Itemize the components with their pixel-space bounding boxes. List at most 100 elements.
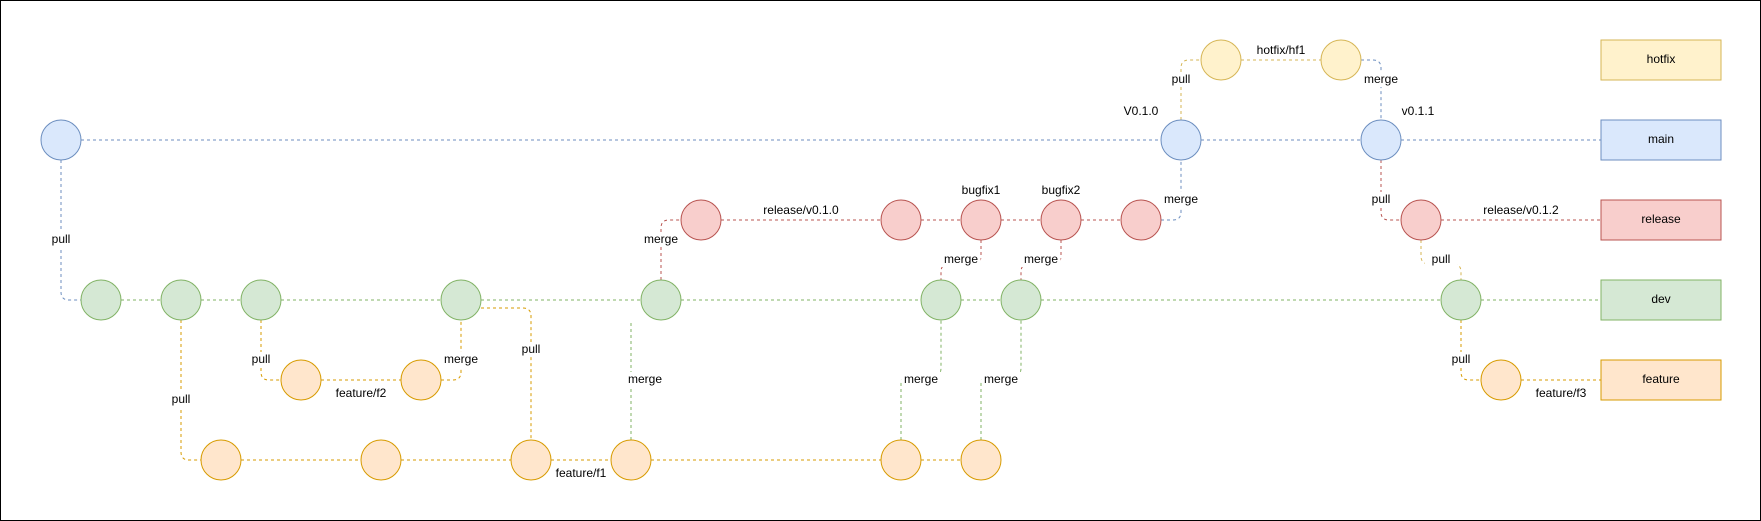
label-pull-dev-f3-bg	[1444, 352, 1478, 367]
commit-main-m0[interactable]	[40, 119, 82, 161]
label-pull-release-dev-bg	[1424, 252, 1458, 267]
label-merge-release-main: merge	[1164, 192, 1198, 206]
legend-feature-label: feature	[1642, 372, 1680, 386]
label-pull-main-hotfix: pull	[1172, 72, 1191, 86]
label-release-v010: release/v0.1.0	[763, 203, 839, 217]
commit-feature-f1f[interactable]	[960, 439, 1002, 481]
pull-dev-to-f1c	[481, 307, 532, 440]
legend-main-box	[1600, 119, 1722, 161]
label-pull-dev-f1-bg	[164, 392, 198, 407]
commit-release-r2[interactable]	[880, 199, 922, 241]
commit-main-m2[interactable]	[1360, 119, 1402, 161]
label-feature-f3: feature/f3	[1536, 386, 1587, 400]
label-pull-dev-f1c: pull	[522, 342, 541, 356]
label-merge-hotfix-main: merge	[1364, 72, 1398, 86]
label-release-v012: release/v0.1.2	[1483, 203, 1559, 217]
connector-layer	[60, 59, 1601, 461]
commit-feature-f1a[interactable]	[200, 439, 242, 481]
legend-feature-box	[1600, 359, 1722, 401]
legend-release-box	[1600, 199, 1722, 241]
label-pull-main-dev: pull	[52, 232, 71, 246]
label-pull-dev-f2-bg	[244, 352, 278, 367]
legend-main-label: main	[1648, 132, 1674, 146]
legend-hotfix-box	[1600, 39, 1722, 81]
label-merge-f1-dev: merge	[628, 372, 662, 386]
label-merge-bugfix1: merge	[944, 252, 978, 266]
label-merge-f1f: merge	[984, 372, 1018, 386]
commit-release-r1[interactable]	[680, 199, 722, 241]
label-merge-dev-release: merge	[644, 232, 678, 246]
label-merge-dev-release-bg	[641, 232, 681, 247]
pull-release-to-dev	[1420, 240, 1462, 280]
commit-release-r5[interactable]	[1120, 199, 1162, 241]
commit-release-r3[interactable]	[960, 199, 1002, 241]
label-merge-f1f-bg	[981, 372, 1021, 387]
commit-feature-f1d[interactable]	[610, 439, 652, 481]
label-pull-dev-f1c-bg	[514, 342, 548, 357]
label-pull-dev-f3: pull	[1452, 352, 1471, 366]
label-merge-f1e: merge	[904, 372, 938, 386]
label-bugfix1: bugfix1	[962, 183, 1001, 197]
commit-feature-f1b[interactable]	[360, 439, 402, 481]
legend-dev-box	[1600, 279, 1722, 321]
label-release-v012-bg	[1471, 203, 1571, 218]
commit-feature-f1c[interactable]	[510, 439, 552, 481]
commit-feature-f2b[interactable]	[400, 359, 442, 401]
legend-dev-label: dev	[1651, 292, 1670, 306]
commit-dev-d8[interactable]	[1440, 279, 1482, 321]
legend-release-label: release	[1641, 212, 1681, 226]
commit-feature-f1e[interactable]	[880, 439, 922, 481]
label-feature-f1: feature/f1	[556, 466, 607, 480]
label-hotfix-hf1-bg	[1245, 43, 1317, 58]
commit-dev-d4[interactable]	[440, 279, 482, 321]
pull-main-to-dev	[60, 160, 81, 301]
commit-dev-d1[interactable]	[80, 279, 122, 321]
label-merge-f2-dev: merge	[444, 352, 478, 366]
label-merge-hotfix-main-bg	[1361, 72, 1401, 87]
commit-hotfix-h1[interactable]	[1200, 39, 1242, 81]
label-merge-bugfix1-bg	[941, 252, 981, 267]
label-merge-release-main-bg	[1161, 192, 1201, 207]
label-pull-dev-f2: pull	[252, 352, 271, 366]
label-release-v010-bg	[751, 203, 851, 218]
label-merge-bugfix2: merge	[1024, 252, 1058, 266]
merge-bugfix2-to-dev	[1020, 240, 1062, 280]
commit-feature-f3[interactable]	[1480, 359, 1522, 401]
label-v011: v0.1.1	[1402, 104, 1435, 118]
commit-dev-d7[interactable]	[1000, 279, 1042, 321]
commit-dev-d5[interactable]	[640, 279, 682, 321]
label-merge-f1-dev-bg	[625, 372, 665, 387]
commit-dev-d2[interactable]	[160, 279, 202, 321]
label-feature-f2: feature/f2	[336, 386, 387, 400]
label-merge-f2-dev-bg	[441, 352, 481, 367]
commit-dev-d6[interactable]	[920, 279, 962, 321]
merge-bugfix1-to-dev	[940, 240, 982, 280]
commit-release-r4[interactable]	[1040, 199, 1082, 241]
label-v010: V0.1.0	[1124, 104, 1159, 118]
label-pull-dev-f1: pull	[172, 392, 191, 406]
legend-hotfix-label: hotfix	[1647, 52, 1676, 66]
label-pull-main-hotfix-bg	[1164, 72, 1198, 87]
merge-f2-to-dev	[441, 320, 462, 381]
label-pull-main-dev-bg	[44, 232, 78, 247]
label-pull-main-release: pull	[1372, 192, 1391, 206]
label-pull-main-release-bg	[1364, 192, 1398, 207]
merge-hotfix-to-main	[1361, 59, 1382, 120]
label-hotfix-hf1: hotfix/hf1	[1257, 43, 1306, 57]
pull-dev-to-f1	[180, 320, 201, 461]
commit-hotfix-h2[interactable]	[1320, 39, 1362, 81]
commit-dev-d3[interactable]	[240, 279, 282, 321]
label-merge-bugfix2-bg	[1021, 252, 1061, 267]
commit-feature-f2a[interactable]	[280, 359, 322, 401]
label-pull-release-dev: pull	[1432, 252, 1451, 266]
label-bugfix2: bugfix2	[1042, 183, 1081, 197]
label-layer: V0.1.0 v0.1.1 hotfix/hf1 release/v0.1.0 rele…	[44, 43, 1587, 480]
merge-release-to-main	[1161, 160, 1182, 221]
commit-main-m1[interactable]	[1160, 119, 1202, 161]
branch-legend: hotfix main release dev feature	[1600, 39, 1722, 401]
label-merge-f1e-bg	[901, 372, 941, 387]
commit-release-r6[interactable]	[1400, 199, 1442, 241]
